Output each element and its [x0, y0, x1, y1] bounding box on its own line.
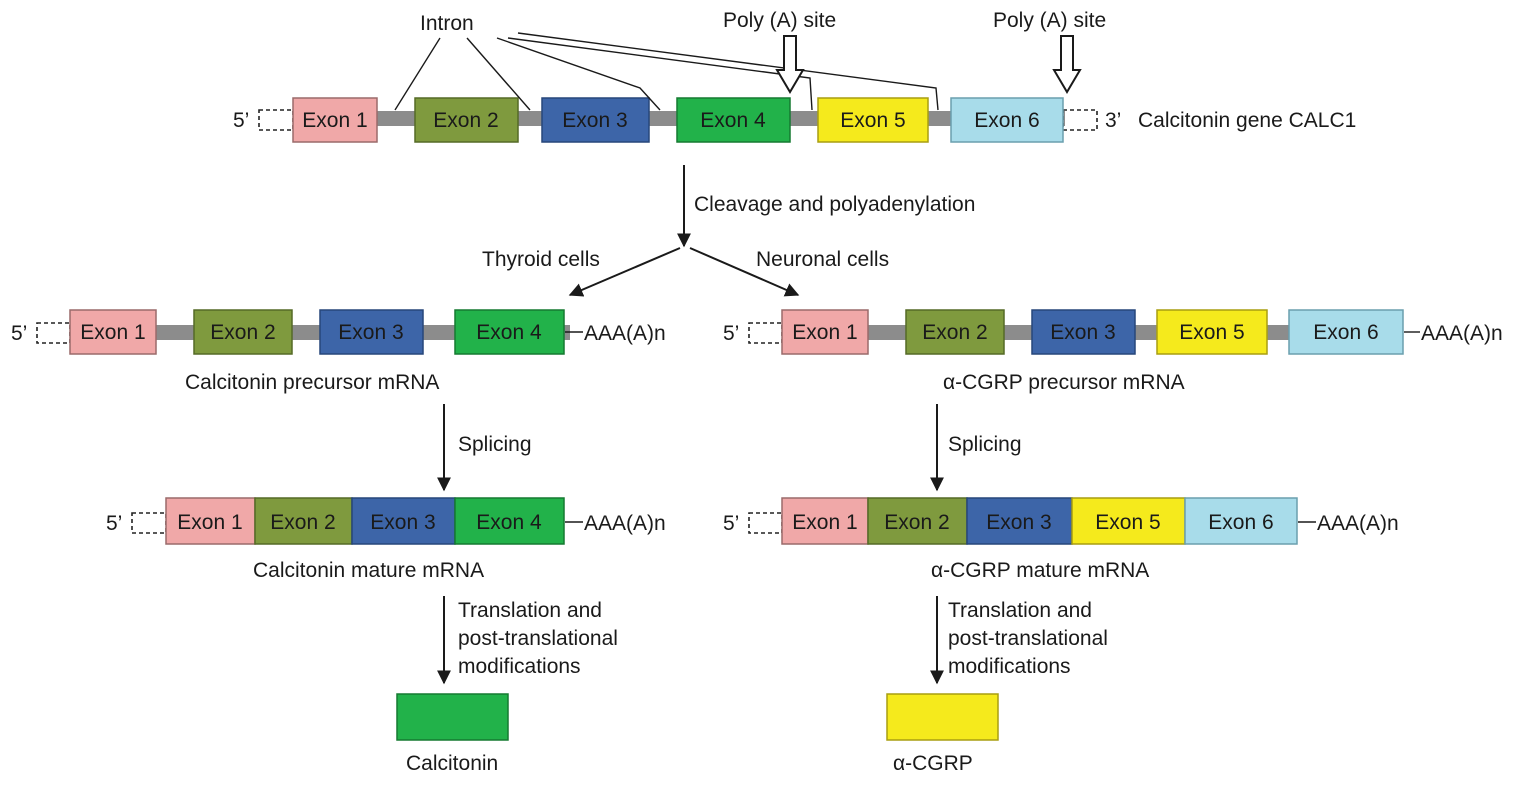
calcitonin-mature-label: Calcitonin mature mRNA	[253, 559, 484, 582]
cleavage-step: Cleavage and polyadenylation Thyroid cel…	[482, 165, 975, 297]
gene-exon-3: Exon 3	[541, 97, 650, 143]
svg-text:Exon 3: Exon 3	[986, 511, 1051, 534]
cgrp-splicing-label: Splicing	[948, 433, 1022, 456]
cgrp-mature-exon-3: Exon 3	[966, 497, 1073, 545]
cgrp-precursor-polyA: AAA(A)n	[1421, 322, 1503, 345]
cgrp-product-label: α-CGRP	[893, 752, 973, 775]
calcitonin-product-label: Calcitonin	[406, 752, 498, 775]
polyA-site-arrow-right	[1052, 35, 1082, 94]
svg-text:Exon 2: Exon 2	[884, 511, 949, 534]
calcitonin-precursor-five-prime: 5’	[11, 322, 27, 345]
svg-text:Exon 4: Exon 4	[476, 321, 542, 344]
gene-exon-3-label: Exon 3	[562, 109, 627, 132]
gene-three-prime-label: 3’	[1105, 109, 1121, 132]
calcitonin-mature-mrna: 5’ Exon 1 Exon 2 Exon 3 Exon 4 AAA(A)n C…	[106, 497, 666, 582]
calcitonin-precursor-mrna: 5’ Exon 1 Exon 2 Exon 3 Exon 4 AAA(A)n C…	[11, 309, 666, 394]
gene-exon-1-label: Exon 1	[302, 109, 367, 132]
gene-exon-4-label: Exon 4	[700, 109, 766, 132]
calcitonin-precursor-exon-1: Exon 1	[69, 309, 157, 355]
polyA-site-label-left: Poly (A) site	[723, 9, 836, 32]
gene-name-label: Calcitonin gene CALC1	[1138, 109, 1356, 132]
cgrp-product: α-CGRP	[886, 693, 999, 775]
cgrp-precursor-exon-6: Exon 6	[1288, 309, 1404, 355]
gene-exon-5: Exon 5	[817, 97, 929, 143]
svg-text:Exon 2: Exon 2	[210, 321, 275, 344]
calcitonin-precursor-exon-2: Exon 2	[193, 309, 293, 355]
cgrp-precursor-mrna: 5’ Exon 1 Exon 2 Exon 3 Exon 5 Exon 6 AA…	[723, 309, 1503, 394]
gene-exon-2: Exon 2	[414, 97, 519, 143]
svg-text:Exon 3: Exon 3	[370, 511, 435, 534]
cgrp-precursor-five-prime: 5’	[723, 322, 739, 345]
polyA-site-label-right: Poly (A) site	[993, 9, 1106, 32]
cleavage-label: Cleavage and polyadenylation	[694, 193, 975, 216]
svg-text:Exon 5: Exon 5	[1095, 511, 1160, 534]
cgrp-mature-exon-6: Exon 6	[1184, 497, 1298, 545]
gene-exon-1: Exon 1	[292, 97, 378, 143]
gene-exon-2-label: Exon 2	[433, 109, 498, 132]
gene-row: 5’ 3’ Calcitonin gene CALC1 Exon 1 Exon …	[233, 9, 1356, 143]
cgrp-mature-label: α-CGRP mature mRNA	[931, 559, 1149, 582]
calcitonin-splicing-label: Splicing	[458, 433, 532, 456]
cgrp-translation-line-2: post-translational	[948, 627, 1108, 650]
calcitonin-mature-exon-3: Exon 3	[351, 497, 456, 545]
gene-exon-6: Exon 6	[950, 97, 1064, 143]
neuronal-branch-arrow	[689, 247, 800, 297]
cgrp-mature-exon-2: Exon 2	[867, 497, 968, 545]
svg-text:Exon 1: Exon 1	[177, 511, 242, 534]
svg-text:Exon 1: Exon 1	[792, 321, 857, 344]
cgrp-mature-polyA: AAA(A)n	[1317, 512, 1399, 535]
gene-five-prime-label: 5’	[233, 109, 249, 132]
neuronal-cells-label: Neuronal cells	[756, 248, 889, 271]
intron-label: Intron	[420, 12, 474, 35]
calcitonin-peptide-box	[396, 693, 509, 741]
thyroid-branch-arrow	[568, 247, 681, 297]
gene-exon-4: Exon 4	[676, 97, 791, 143]
calcitonin-translation-line-2: post-translational	[458, 627, 618, 650]
calcitonin-mature-polyA: AAA(A)n	[584, 512, 666, 535]
gene-exon-6-label: Exon 6	[974, 109, 1039, 132]
polyA-site-arrow-left	[775, 35, 805, 94]
svg-text:Exon 2: Exon 2	[922, 321, 987, 344]
gene-five-prime-utr	[258, 109, 294, 131]
svg-text:Exon 4: Exon 4	[476, 511, 542, 534]
gene-three-prime-utr	[1062, 109, 1098, 131]
svg-text:Exon 1: Exon 1	[80, 321, 145, 344]
cgrp-precursor-exon-5: Exon 5	[1156, 309, 1268, 355]
cgrp-precursor-label: α-CGRP precursor mRNA	[943, 371, 1185, 394]
cgrp-translation-line-1: Translation and	[948, 599, 1092, 622]
svg-text:Exon 6: Exon 6	[1208, 511, 1273, 534]
calcitonin-precursor-exon-4: Exon 4	[454, 309, 565, 355]
calcitonin-product: Calcitonin	[396, 693, 509, 775]
calcitonin-translation-line-3: modifications	[458, 655, 581, 678]
svg-text:Exon 1: Exon 1	[792, 511, 857, 534]
calcitonin-mature-exon-2: Exon 2	[254, 497, 353, 545]
calcitonin-translation-line-1: Translation and	[458, 599, 602, 622]
calcitonin-mature-five-prime: 5’	[106, 512, 122, 535]
svg-text:Exon 3: Exon 3	[1050, 321, 1115, 344]
calcitonin-precursor-polyA: AAA(A)n	[584, 322, 666, 345]
cgrp-precursor-exon-3: Exon 3	[1031, 309, 1136, 355]
calcitonin-precursor-label: Calcitonin precursor mRNA	[185, 371, 439, 394]
cgrp-precursor-exon-1: Exon 1	[781, 309, 869, 355]
svg-text:Exon 2: Exon 2	[270, 511, 335, 534]
cgrp-mature-exon-5: Exon 5	[1071, 497, 1186, 545]
cgrp-mature-exon-1: Exon 1	[781, 497, 869, 545]
svg-text:Exon 5: Exon 5	[1179, 321, 1244, 344]
thyroid-cells-label: Thyroid cells	[482, 248, 600, 271]
cgrp-translation-line-3: modifications	[948, 655, 1071, 678]
gene-exon-5-label: Exon 5	[840, 109, 905, 132]
cgrp-mature-five-prime: 5’	[723, 512, 739, 535]
intron-pointer-lines	[394, 32, 939, 111]
calcitonin-precursor-exon-3: Exon 3	[319, 309, 424, 355]
cgrp-peptide-box	[886, 693, 999, 741]
calcitonin-mature-exon-1: Exon 1	[165, 497, 256, 545]
calcitonin-mature-exon-4: Exon 4	[454, 497, 565, 545]
cgrp-precursor-exon-2: Exon 2	[905, 309, 1005, 355]
svg-text:Exon 6: Exon 6	[1313, 321, 1378, 344]
svg-text:Exon 3: Exon 3	[338, 321, 403, 344]
cgrp-mature-mrna: 5’ Exon 1 Exon 2 Exon 3 Exon 5 Exon 6 AA…	[723, 497, 1399, 582]
